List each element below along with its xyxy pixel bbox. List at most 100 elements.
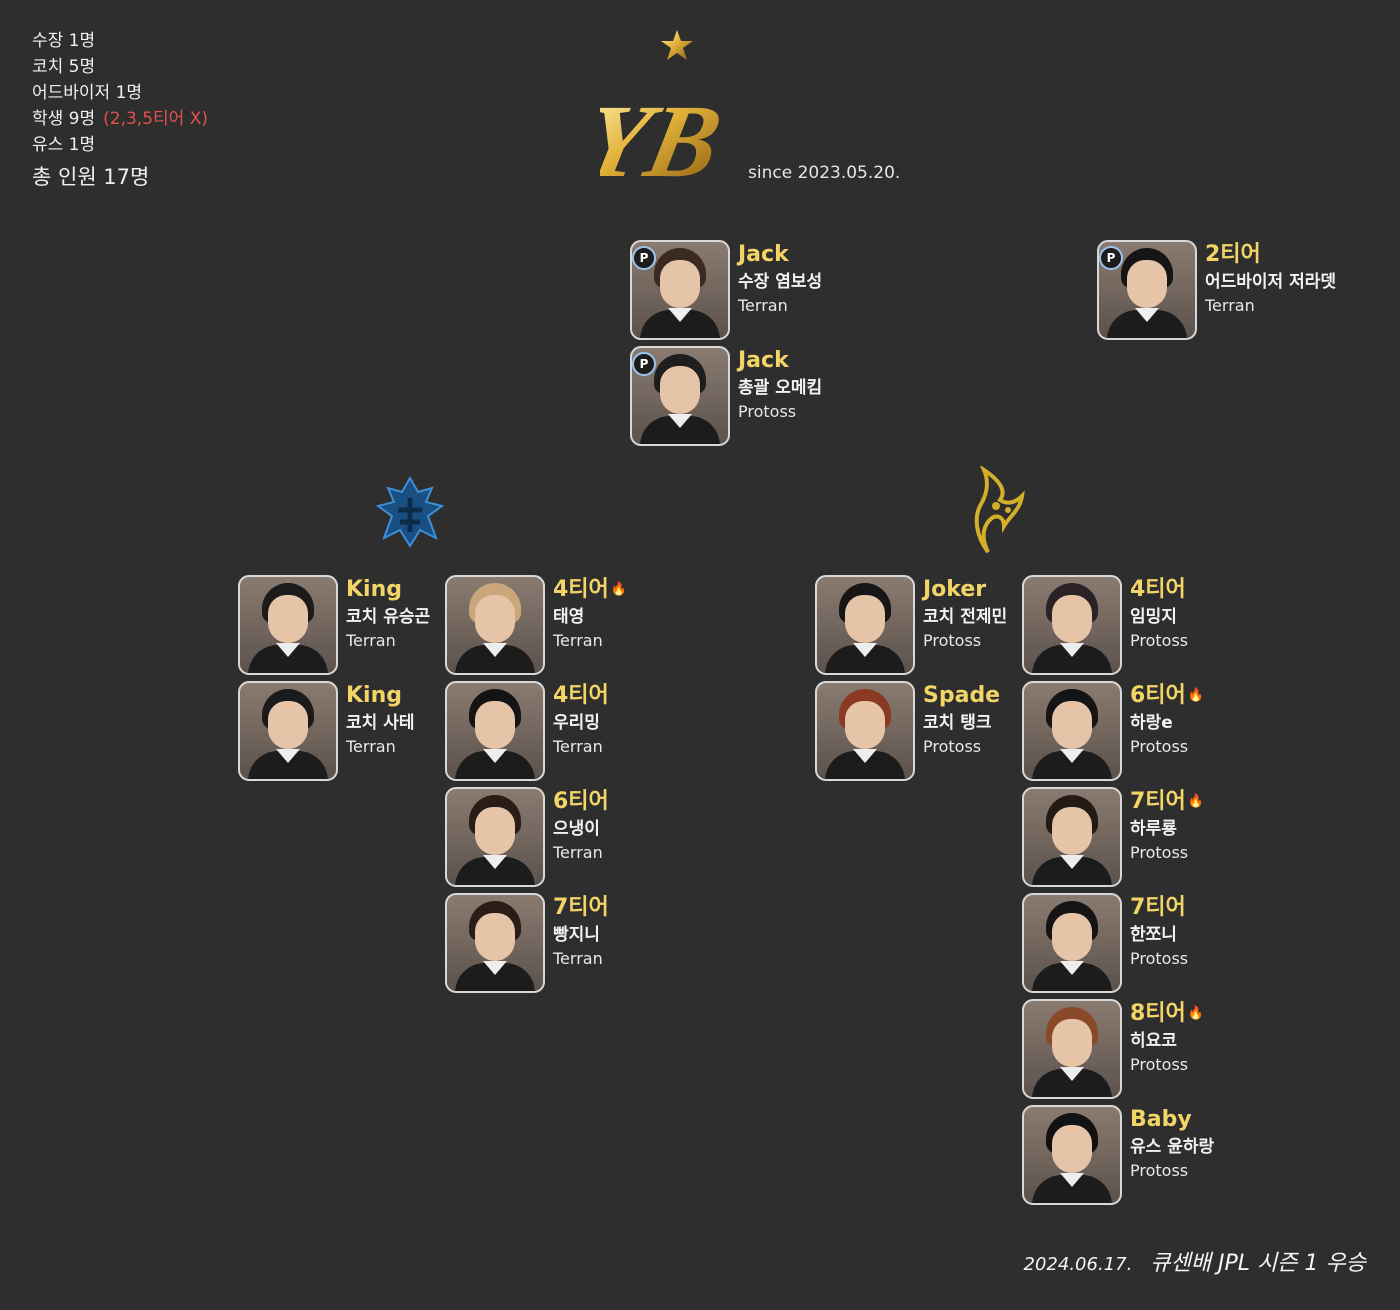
member-role: 임밍지 xyxy=(1130,607,1177,627)
p-badge-icon: P xyxy=(632,352,656,376)
member-card: 4티어🔥 태영 Terran xyxy=(445,575,645,675)
member-race: Protoss xyxy=(1130,737,1189,756)
avatar xyxy=(1022,999,1122,1099)
member-name: 4티어 xyxy=(553,681,611,711)
stat-advisor: 어드바이저 1명 xyxy=(32,83,143,103)
protoss-emblem-icon xyxy=(966,464,1026,556)
member-race: Terran xyxy=(553,737,603,756)
coach-card: Joker 코치 전제민 Protoss xyxy=(815,575,1015,675)
avatar xyxy=(1022,787,1122,887)
avatar xyxy=(445,787,545,887)
member-race: Protoss xyxy=(1130,1055,1189,1074)
member-role: 유스 윤하랑 xyxy=(1130,1137,1215,1157)
member-name: 6티어🔥 xyxy=(1130,681,1204,711)
avatar xyxy=(815,575,915,675)
member-role: 태영 xyxy=(553,607,585,627)
member-card: 8티어🔥 히요코 Protoss xyxy=(1022,999,1242,1099)
fire-icon: 🔥 xyxy=(1187,1006,1204,1021)
member-role: 빵지니 xyxy=(553,925,600,945)
member-name: 7티어🔥 xyxy=(1130,787,1204,817)
p-badge-icon: P xyxy=(1099,246,1123,270)
avatar xyxy=(238,575,338,675)
since-date: since 2023.05.20. xyxy=(748,163,901,183)
member-card: 4티어 임밍지 Protoss xyxy=(1022,575,1242,675)
yb-logo: YB xyxy=(573,26,750,201)
avatar xyxy=(1022,893,1122,993)
member-name: 8티어🔥 xyxy=(1130,999,1204,1029)
tier-label: 4티어 xyxy=(553,577,609,602)
member-role: 하랑e xyxy=(1130,713,1173,733)
stat-captain: 수장 1명 xyxy=(32,31,96,51)
member-race: Terran xyxy=(346,737,396,756)
member-name: 7티어 xyxy=(1130,893,1188,923)
member-race: Protoss xyxy=(1130,843,1189,862)
tier-label: 4티어 xyxy=(1130,577,1186,602)
avatar xyxy=(238,681,338,781)
stat-coach: 코치 5명 xyxy=(32,57,96,77)
member-race: Terran xyxy=(553,631,603,650)
terran-emblem-icon xyxy=(374,475,446,548)
member-race: Protoss xyxy=(923,737,982,756)
fire-icon: 🔥 xyxy=(1187,794,1204,809)
member-card: 6티어 으냉이 Terran xyxy=(445,787,645,887)
member-role: 코치 전제민 xyxy=(923,607,1008,627)
tier-label: 6티어 xyxy=(1130,683,1186,708)
member-race: Protoss xyxy=(1130,949,1189,968)
tier-label: 8티어 xyxy=(1130,1001,1186,1026)
member-race: Protoss xyxy=(1130,631,1189,650)
avatar xyxy=(445,893,545,993)
member-role: 코치 유승곤 xyxy=(346,607,431,627)
footer-date: 2024.06.17. xyxy=(1023,1254,1133,1275)
logo-text: YB xyxy=(600,83,731,199)
member-card: Baby 유스 윤하랑 Protoss xyxy=(1022,1105,1242,1205)
member-name: 2티어 xyxy=(1205,242,1261,267)
avatar xyxy=(1022,681,1122,781)
member-role: 한쪼니 xyxy=(1130,925,1177,945)
leader-card: P Jack 총괄 오메킴 Protoss xyxy=(630,346,860,446)
member-race: Protoss xyxy=(1130,1161,1189,1180)
member-name: Jack xyxy=(738,242,789,267)
member-name: Jack xyxy=(738,348,789,373)
achievement-footer: 2024.06.17. 큐센배 JPL 시즌 1 우승 xyxy=(1024,1245,1366,1277)
member-race: Terran xyxy=(1205,296,1255,315)
footer-title: 큐센배 JPL 시즌 1 우승 xyxy=(1150,1251,1366,1276)
roster-stats: 수장 1명 코치 5명 어드바이저 1명 학생 9명(2,3,5티어 X) 유스… xyxy=(32,28,208,190)
member-role: 하루룡 xyxy=(1130,819,1177,839)
member-role: 총괄 오메킴 xyxy=(738,378,823,398)
member-card: 6티어🔥 하랑e Protoss xyxy=(1022,681,1242,781)
member-name: 6티어 xyxy=(553,787,611,817)
member-race: Protoss xyxy=(738,402,797,421)
member-name: Spade xyxy=(923,683,1001,708)
tier-label: Baby xyxy=(1130,1107,1192,1132)
coach-card: King 코치 유승곤 Terran xyxy=(238,575,438,675)
avatar xyxy=(630,346,730,446)
tier-label: 6티어 xyxy=(553,789,609,814)
stat-student-row: 학생 9명(2,3,5티어 X) xyxy=(32,106,208,132)
tier-label: 4티어 xyxy=(553,683,609,708)
tier-label: 7티어 xyxy=(553,895,609,920)
member-role: 어드바이저 저라뎃 xyxy=(1205,272,1337,292)
member-role: 으냉이 xyxy=(553,819,600,839)
fire-icon: 🔥 xyxy=(1187,688,1204,703)
member-name: Joker xyxy=(923,577,987,602)
avatar xyxy=(1022,1105,1122,1205)
member-race: Protoss xyxy=(923,631,982,650)
p-badge-icon: P xyxy=(632,246,656,270)
stat-total: 총 인원 17명 xyxy=(32,165,150,189)
member-card: 7티어 한쪼니 Protoss xyxy=(1022,893,1242,993)
fire-icon: 🔥 xyxy=(610,582,627,597)
member-role: 코치 탱크 xyxy=(923,713,992,733)
member-card: 7티어🔥 하루룡 Protoss xyxy=(1022,787,1242,887)
member-name: 4티어 xyxy=(1130,575,1188,605)
member-card: 7티어 빵지니 Terran xyxy=(445,893,645,993)
member-role: 우리밍 xyxy=(553,713,600,733)
leader-card: P Jack 수장 염보성 Terran xyxy=(630,240,860,340)
member-name: King xyxy=(346,683,402,708)
stat-student: 학생 9명 xyxy=(32,109,96,129)
member-role: 히요코 xyxy=(1130,1031,1177,1051)
member-name: 4티어🔥 xyxy=(553,575,627,605)
member-race: Terran xyxy=(553,843,603,862)
avatar xyxy=(445,575,545,675)
avatar xyxy=(445,681,545,781)
member-card: 4티어 우리밍 Terran xyxy=(445,681,645,781)
